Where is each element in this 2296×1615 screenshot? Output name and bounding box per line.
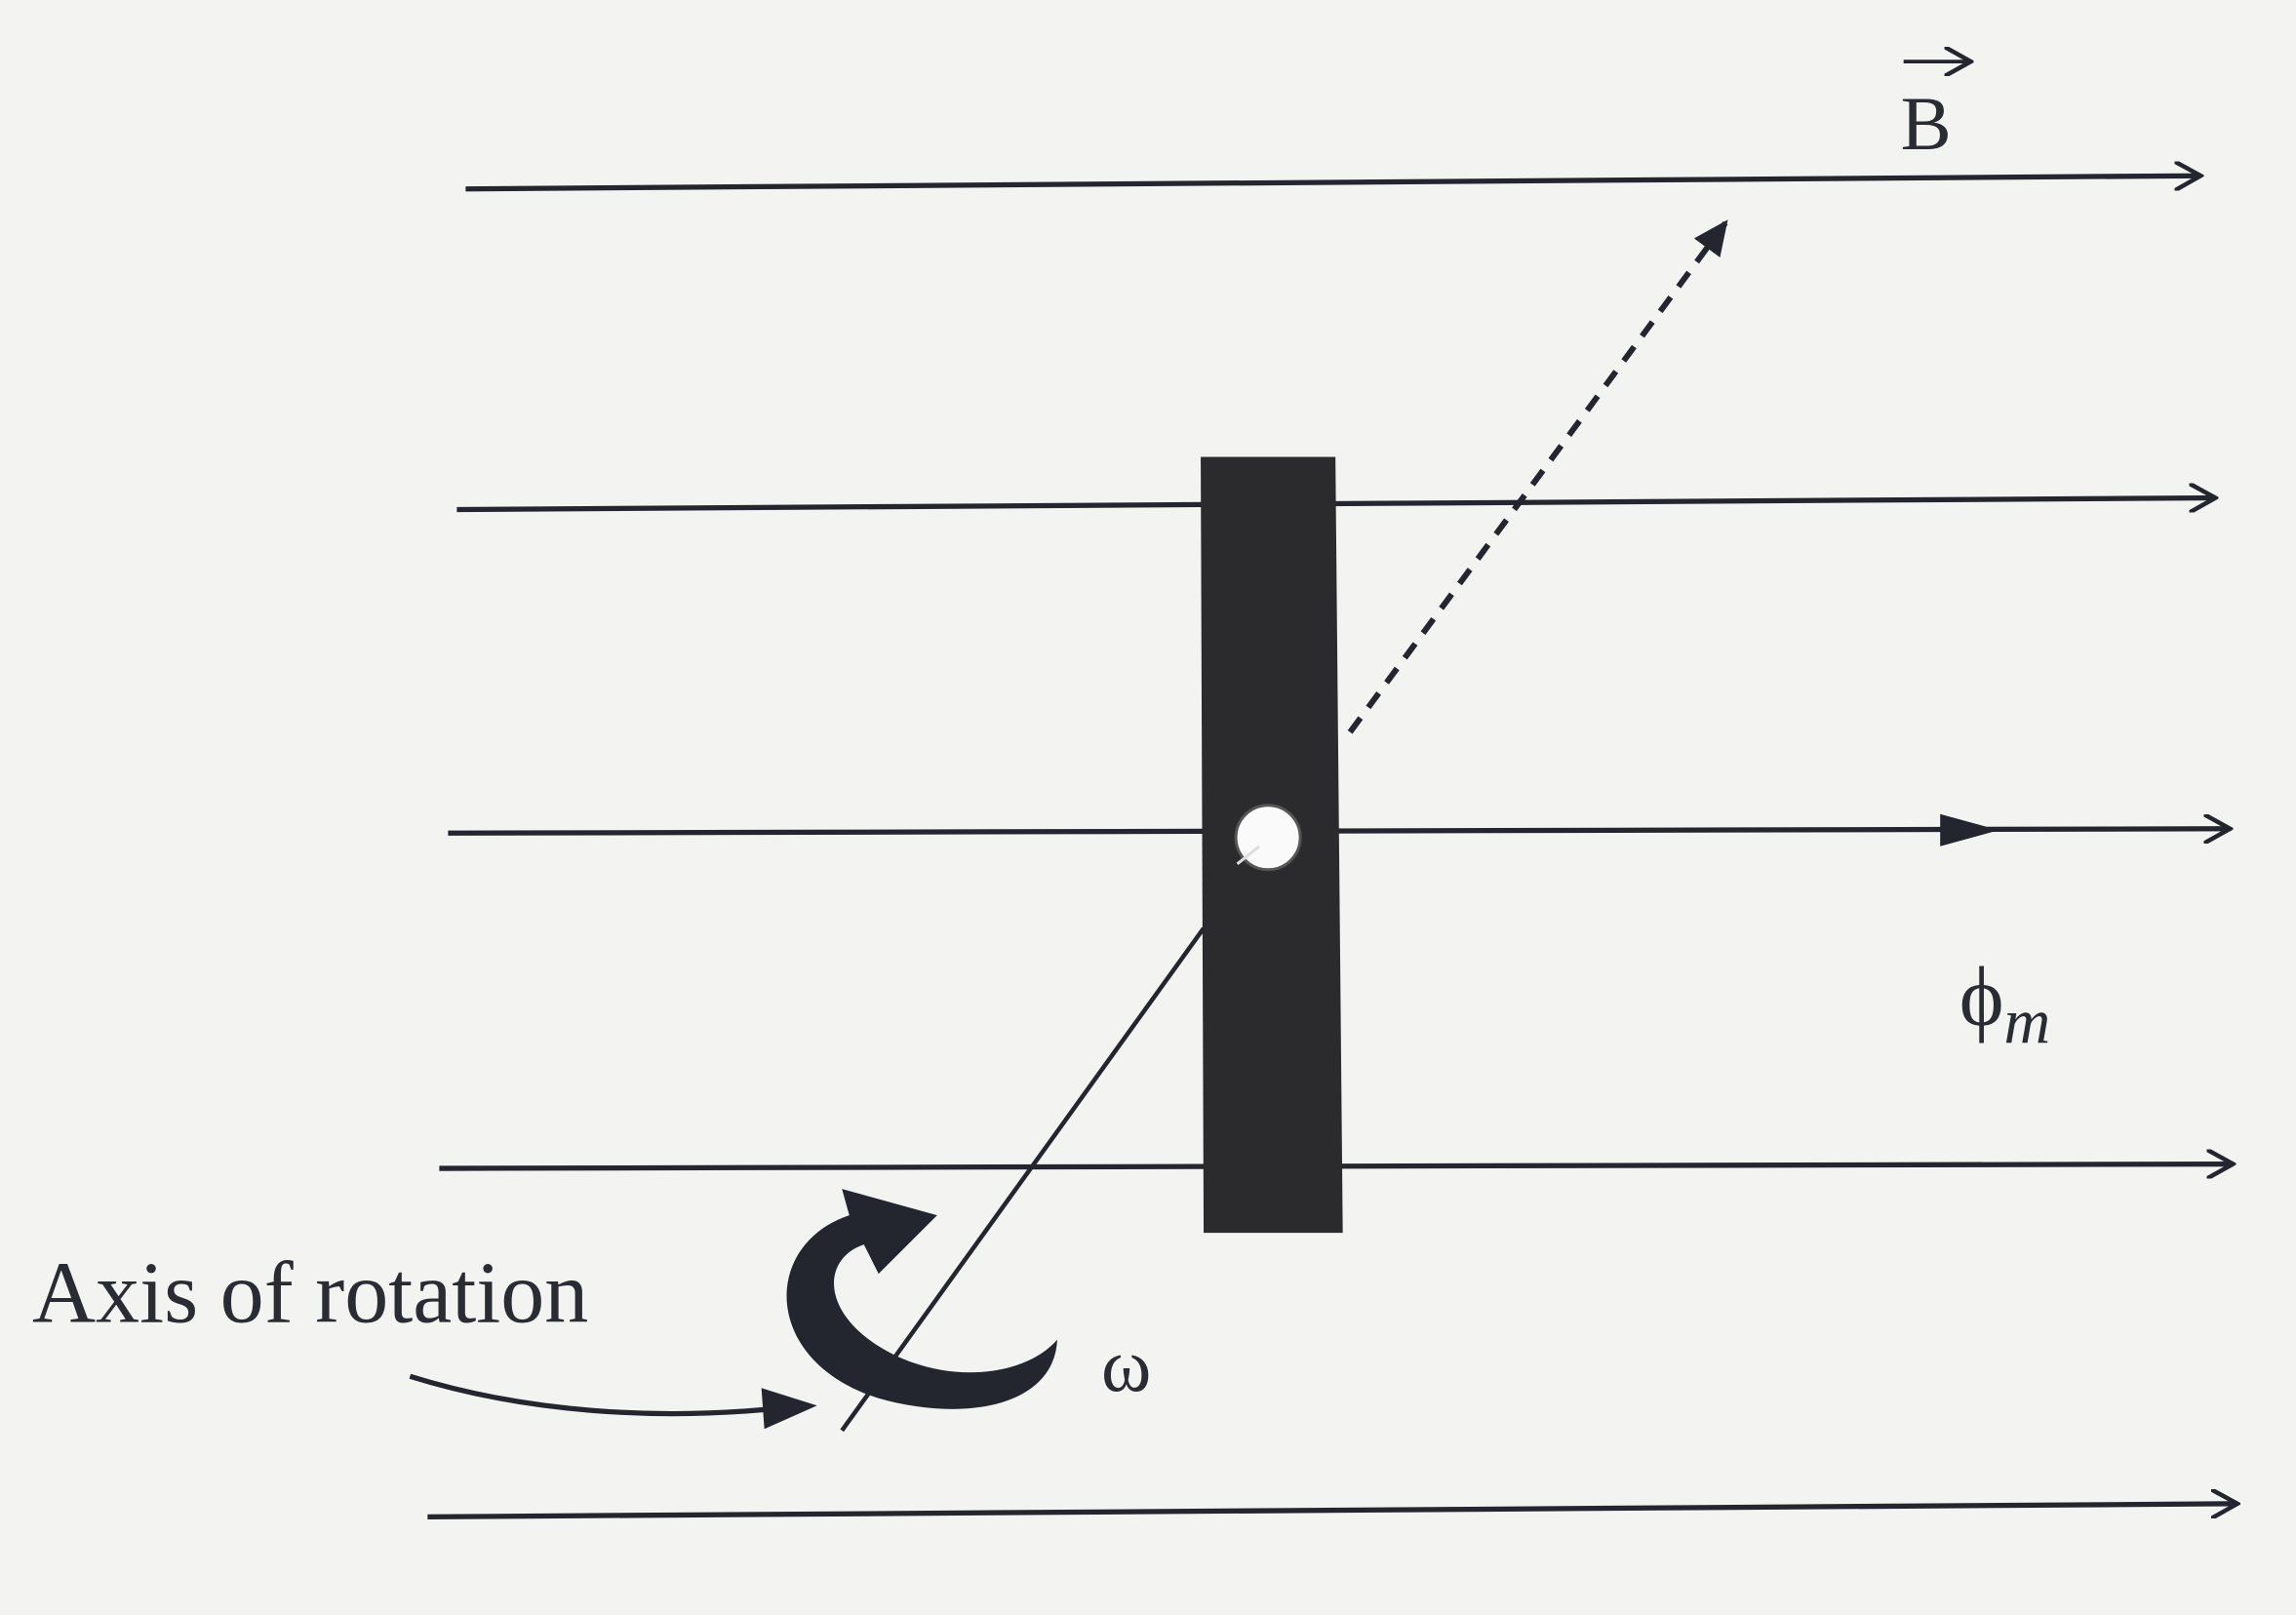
field-label: B (1901, 81, 1952, 166)
area-vector-dotted (1347, 217, 1730, 734)
flux-label: ϕm (1960, 949, 2051, 1057)
axis-label: Axis of rotation (32, 1245, 588, 1342)
flux-arrowhead (1940, 813, 1999, 847)
axis-pointer-arrow (409, 1373, 776, 1417)
rotation-arrow-icon (786, 1189, 1057, 1409)
rotation-axis (840, 926, 1206, 1433)
field-line-5 (427, 1504, 2237, 1519)
rotation-axis-inner (1236, 845, 1261, 865)
field-line-1 (465, 176, 2200, 192)
omega-label: ω (1101, 1322, 1151, 1407)
field-line-3 (448, 829, 2230, 834)
field-line-2 (456, 497, 2215, 509)
pivot-hole (1234, 804, 1302, 872)
